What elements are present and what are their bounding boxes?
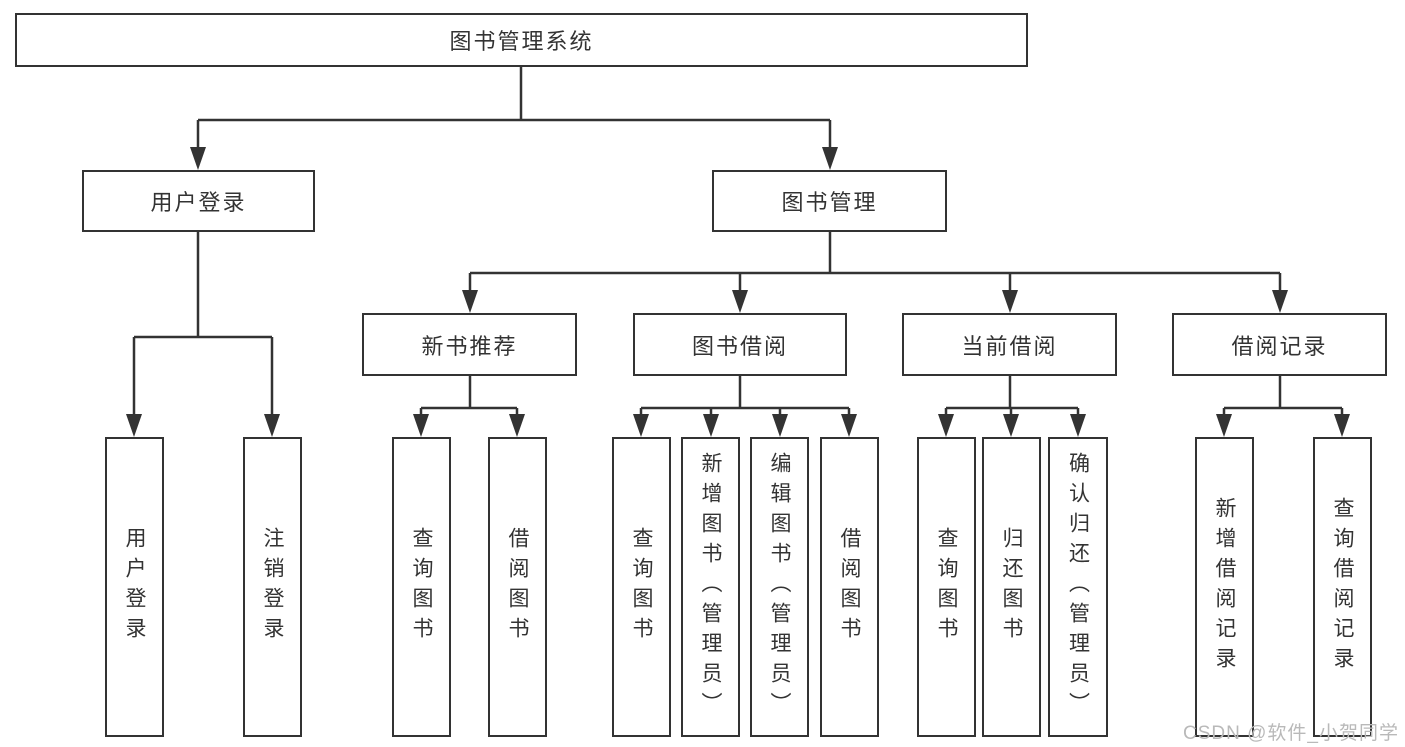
leaf-user-login-label: 用户登录 bbox=[123, 527, 147, 647]
leaf-query-borrow-record-label: 查询借阅记录 bbox=[1331, 497, 1355, 677]
connector-root bbox=[196, 67, 832, 150]
leaf-borrow-books-borrowing-label: 借阅图书 bbox=[838, 527, 862, 647]
node-current-borrowing: 当前借阅 bbox=[902, 313, 1117, 376]
leaf-logout-label: 注销登录 bbox=[261, 527, 285, 647]
arrow-down-icon bbox=[126, 414, 142, 437]
node-borrowing-records: 借阅记录 bbox=[1172, 313, 1387, 376]
leaf-query-books-current-label: 查询图书 bbox=[935, 527, 959, 647]
arrow-down-icon bbox=[264, 414, 280, 437]
connector-borrowing-records bbox=[1222, 376, 1344, 416]
leaf-logout: 注销登录 bbox=[243, 437, 302, 737]
connector-new-book-recommend bbox=[419, 376, 519, 416]
watermark: CSDN @软件_小贺同学 bbox=[1183, 723, 1399, 744]
leaf-borrow-books-recommend-label: 借阅图书 bbox=[506, 527, 530, 647]
node-new-book-recommend-label: 新书推荐 bbox=[421, 333, 518, 359]
leaf-query-books-borrowing-label: 查询图书 bbox=[630, 527, 654, 647]
connector-user-login bbox=[132, 232, 274, 416]
arrow-down-icon bbox=[703, 414, 719, 437]
arrow-down-icon bbox=[1070, 414, 1086, 437]
leaf-edit-books-admin-label: 编辑图书（管理员） bbox=[768, 452, 792, 722]
node-library-management-system-label: 图书管理系统 bbox=[449, 29, 594, 54]
arrow-down-icon bbox=[509, 414, 525, 437]
leaf-confirm-return-admin: 确认归还（管理员） bbox=[1048, 437, 1108, 737]
leaf-query-books-borrowing: 查询图书 bbox=[612, 437, 671, 737]
leaf-add-borrow-record: 新增借阅记录 bbox=[1195, 437, 1254, 737]
leaf-return-books-label: 归还图书 bbox=[1000, 527, 1024, 647]
arrow-down-icon bbox=[1002, 290, 1018, 313]
leaf-add-borrow-record-label: 新增借阅记录 bbox=[1213, 497, 1237, 677]
arrow-down-icon bbox=[633, 414, 649, 437]
node-book-management-label: 图书管理 bbox=[781, 190, 878, 215]
leaf-query-books-recommend-label: 查询图书 bbox=[410, 527, 434, 647]
arrow-down-icon bbox=[841, 414, 857, 437]
leaf-add-books-admin-label: 新增图书（管理员） bbox=[699, 452, 723, 722]
arrow-down-icon bbox=[190, 147, 206, 170]
node-library-management-system: 图书管理系统 bbox=[15, 13, 1028, 67]
leaf-borrow-books-recommend: 借阅图书 bbox=[488, 437, 547, 737]
node-current-borrowing-label: 当前借阅 bbox=[961, 333, 1058, 359]
arrow-down-icon bbox=[772, 414, 788, 437]
arrow-down-icon bbox=[822, 147, 838, 170]
node-book-management: 图书管理 bbox=[712, 170, 947, 232]
connector-current-borrowing bbox=[944, 376, 1080, 416]
leaf-query-books-current: 查询图书 bbox=[917, 437, 976, 737]
leaf-query-books-recommend: 查询图书 bbox=[392, 437, 451, 737]
arrow-down-icon bbox=[1334, 414, 1350, 437]
leaf-user-login: 用户登录 bbox=[105, 437, 164, 737]
leaf-edit-books-admin: 编辑图书（管理员） bbox=[750, 437, 809, 737]
node-user-login-label: 用户登录 bbox=[150, 190, 247, 215]
leaf-borrow-books-borrowing: 借阅图书 bbox=[820, 437, 879, 737]
arrow-down-icon bbox=[1216, 414, 1232, 437]
node-user-login: 用户登录 bbox=[82, 170, 315, 232]
leaf-confirm-return-admin-label: 确认归还（管理员） bbox=[1066, 452, 1090, 722]
arrow-down-icon bbox=[1272, 290, 1288, 313]
arrow-down-icon bbox=[462, 290, 478, 313]
leaf-query-borrow-record: 查询借阅记录 bbox=[1313, 437, 1372, 737]
node-borrowing-records-label: 借阅记录 bbox=[1231, 333, 1328, 359]
connector-book-management bbox=[468, 232, 1282, 292]
connector-book-borrowing bbox=[639, 376, 851, 416]
leaf-return-books: 归还图书 bbox=[982, 437, 1041, 737]
leaf-add-books-admin: 新增图书（管理员） bbox=[681, 437, 740, 737]
node-book-borrowing-label: 图书借阅 bbox=[691, 333, 788, 359]
arrow-down-icon bbox=[1003, 414, 1019, 437]
node-new-book-recommend: 新书推荐 bbox=[362, 313, 577, 376]
arrow-down-icon bbox=[938, 414, 954, 437]
node-book-borrowing: 图书借阅 bbox=[633, 313, 847, 376]
arrow-down-icon bbox=[413, 414, 429, 437]
arrow-down-icon bbox=[732, 290, 748, 313]
